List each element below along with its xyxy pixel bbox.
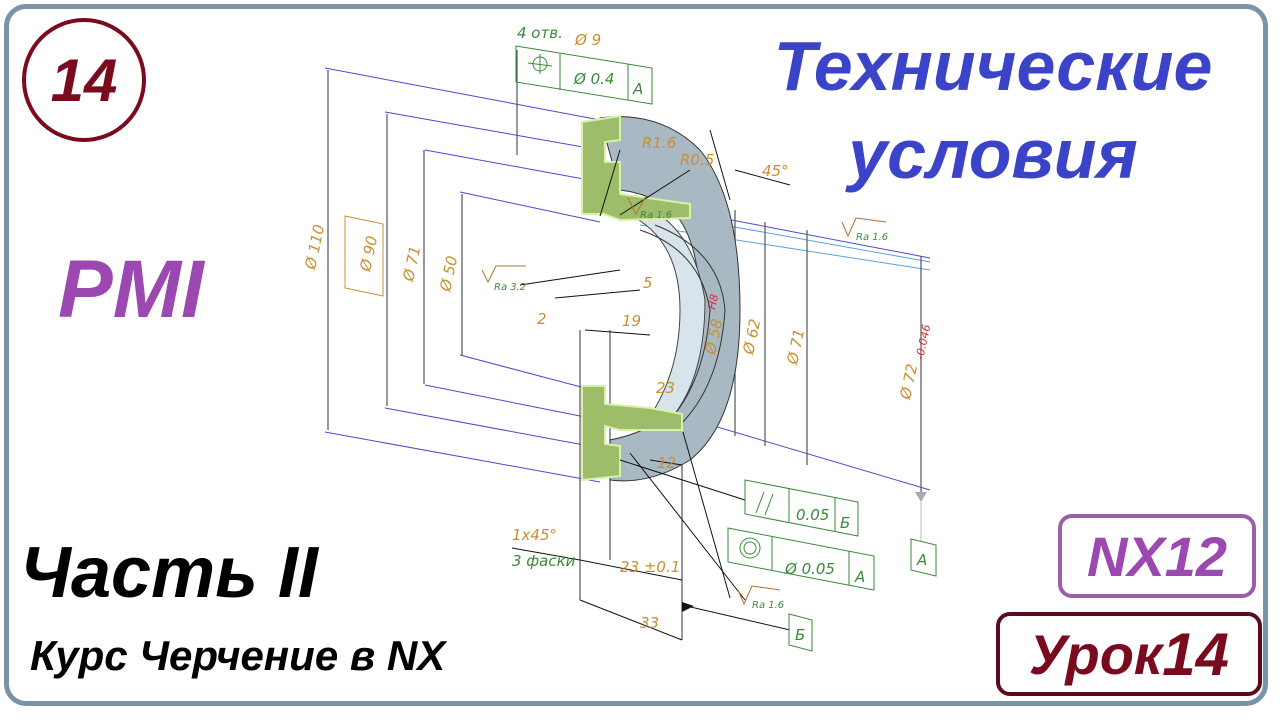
dim-d71-left: Ø 71 bbox=[399, 244, 424, 284]
dim-d71-right: Ø 71 bbox=[783, 327, 808, 367]
pmi-label: PMI bbox=[58, 244, 204, 335]
version-label: NX12 bbox=[1086, 524, 1228, 588]
parallel-datum: Б bbox=[840, 514, 850, 532]
lesson-number: 14 bbox=[50, 46, 118, 114]
page-title: Технические условия bbox=[738, 22, 1248, 198]
position-tolerance: Ø 0.4 bbox=[573, 70, 614, 88]
dim-d110: Ø 110 bbox=[301, 223, 328, 272]
dim-len12: 12 bbox=[657, 454, 676, 472]
chamfer-size: 1x45° bbox=[512, 526, 557, 544]
part-label: Часть II bbox=[20, 533, 318, 613]
position-datum: A bbox=[632, 80, 643, 98]
course-label: Курс Черчение в NX bbox=[30, 632, 446, 679]
dim-d50: Ø 50 bbox=[436, 254, 461, 294]
datum-b-box bbox=[788, 613, 813, 652]
roughness-ra16-inner: Ra 1.6 bbox=[640, 210, 672, 221]
holes-diameter: Ø 9 bbox=[574, 31, 601, 49]
dim-len19: 19 bbox=[622, 312, 641, 330]
dim-r16: R1.6 bbox=[642, 134, 676, 152]
datum-b: Б bbox=[795, 626, 805, 644]
roughness-ra16-bottom: Ra 1.6 bbox=[752, 600, 784, 611]
lesson-number-badge: 14 bbox=[22, 18, 146, 142]
holes-count: 4 отв. bbox=[517, 24, 563, 42]
title-line-2: условия bbox=[848, 115, 1138, 193]
dim-len23tol: 23 ±0.1 bbox=[620, 558, 680, 576]
dim-angle: 45° bbox=[762, 162, 789, 180]
version-badge: NX12 bbox=[1058, 514, 1256, 598]
parallel-tolerance: 0.05 bbox=[796, 506, 829, 524]
flange-part bbox=[581, 114, 741, 482]
datum-a: A bbox=[916, 551, 927, 569]
dim-d72-tol: -0.046 bbox=[913, 323, 933, 360]
parallel-frame bbox=[744, 479, 859, 537]
concentric-tolerance: Ø 0.05 bbox=[784, 560, 835, 578]
lesson-prefix: Урок bbox=[1028, 622, 1163, 686]
dim-len2: 2 bbox=[537, 310, 547, 328]
dim-d62: Ø 62 bbox=[739, 317, 764, 357]
dim-d90: Ø 90 bbox=[356, 234, 381, 274]
dim-len33: 33 bbox=[640, 614, 659, 632]
concentric-datum: A bbox=[854, 568, 865, 586]
datum-a-box bbox=[910, 538, 937, 577]
chamfer-count: 3 фаски bbox=[512, 552, 576, 570]
lesson-badge-number: 14 bbox=[1162, 620, 1230, 688]
roughness-ra16-top: Ra 1.6 bbox=[856, 232, 888, 243]
dim-r05: R0.5 bbox=[680, 151, 714, 169]
roughness-ra32: Ra 3.2 bbox=[494, 282, 526, 293]
dim-len5: 5 bbox=[643, 274, 653, 292]
dim-d72: Ø 72 bbox=[896, 362, 921, 402]
dim-d58-tol: H8 bbox=[705, 293, 721, 311]
title-line-1: Технические bbox=[773, 27, 1213, 105]
concentric-frame bbox=[727, 527, 875, 591]
basic-dim-box bbox=[344, 215, 384, 297]
position-frame bbox=[515, 45, 653, 105]
dim-len23: 23 bbox=[656, 379, 675, 397]
